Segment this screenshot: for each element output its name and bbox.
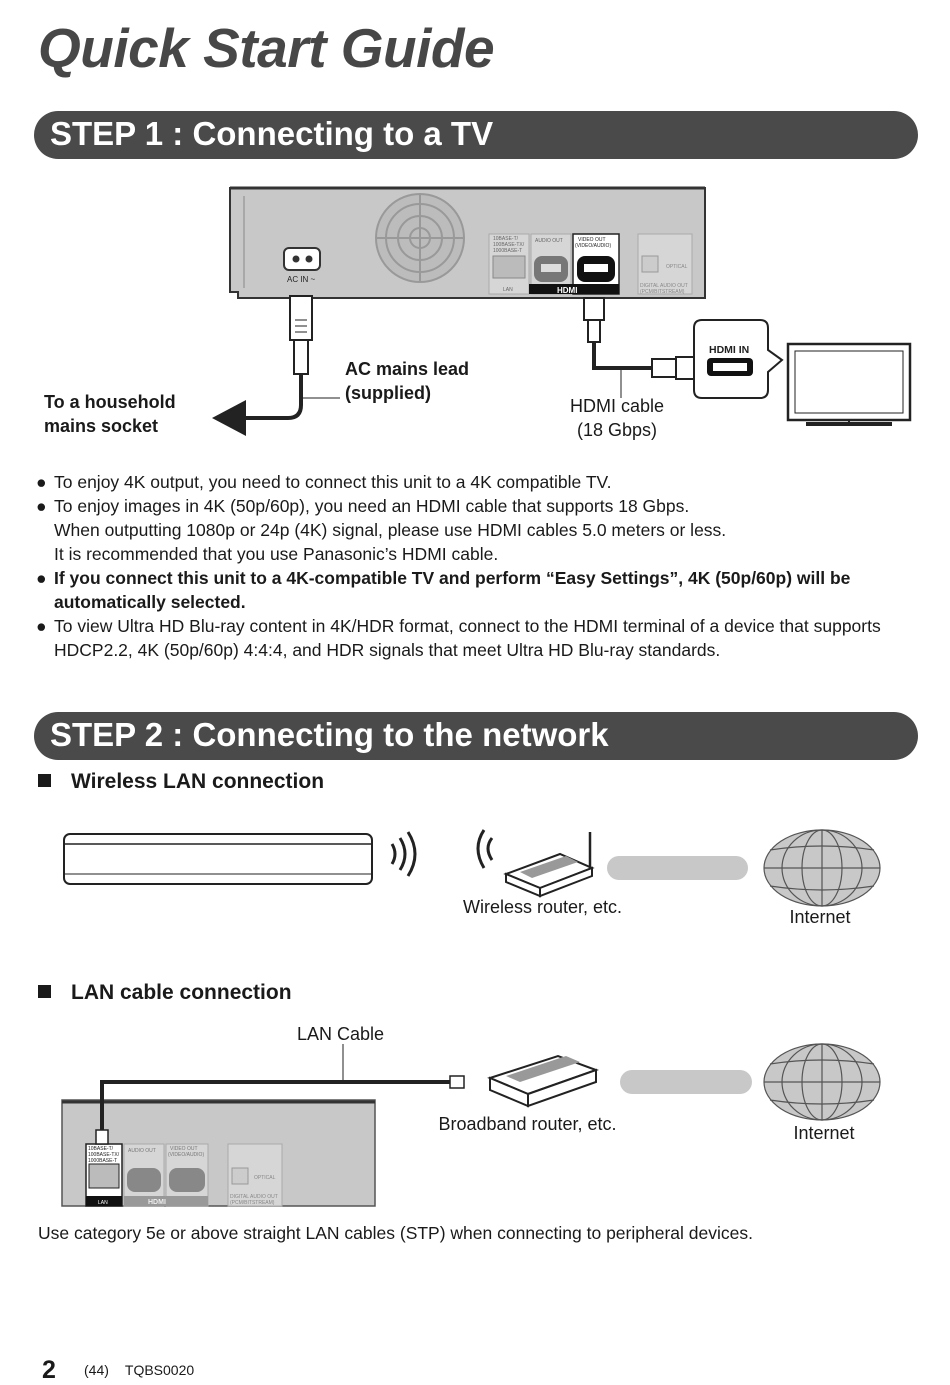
svg-text:HDMI: HDMI (148, 1199, 166, 1206)
ac-lead-label-2: (supplied) (345, 383, 431, 403)
svg-text:(VIDEO/AUDIO): (VIDEO/AUDIO) (575, 243, 611, 249)
svg-text:(VIDEO/AUDIO): (VIDEO/AUDIO) (168, 1152, 204, 1158)
terminal-panel: 10BASE-T/ 100BASE-TX/ 1000BASE-T LAN AUD… (488, 233, 693, 295)
svg-text:OPTICAL: OPTICAL (254, 1175, 276, 1181)
wireless-router-label: Wireless router, etc. (462, 897, 623, 917)
list-item: ●To view Ultra HD Blu-ray content in 4K/… (36, 616, 881, 660)
svg-text:VIDEO OUT: VIDEO OUT (170, 1146, 198, 1152)
hdmi-in-callout: HDMI IN (693, 319, 784, 399)
globe-icon (763, 829, 881, 907)
svg-text:AUDIO OUT: AUDIO OUT (128, 1148, 156, 1154)
wifi-signal-icon (390, 831, 417, 877)
svg-text:(PCM/BITSTREAM): (PCM/BITSTREAM) (230, 1200, 275, 1206)
broadband-router-icon (487, 1054, 599, 1108)
ac-in-socket: AC IN ~ (283, 247, 321, 284)
list-item: ●To enjoy 4K output, you need to connect… (36, 472, 612, 492)
household-label-2: mains socket (44, 416, 159, 436)
lan-cable-label: LAN Cable (297, 1024, 385, 1044)
lan-internet-label: Internet (793, 1123, 855, 1143)
svg-text:10BASE-T/: 10BASE-T/ (493, 236, 519, 242)
svg-text:100BASE-TX/: 100BASE-TX/ (88, 1152, 120, 1158)
lan-cable (95, 1044, 465, 1145)
list-item: ●To enjoy images in 4K (50p/60p), you ne… (36, 496, 727, 564)
svg-text:HDMI: HDMI (557, 286, 577, 295)
tv-connection-diagram: AC IN ~ 10BASE-T/ 100BASE-TX/ 1000BASE-T… (212, 186, 912, 436)
broadband-router-label: Broadband router, etc. (438, 1114, 617, 1134)
connection-bar (620, 1070, 752, 1094)
svg-text:LAN: LAN (98, 1200, 108, 1206)
household-label-1: To a household (44, 392, 176, 412)
wireless-router-icon (476, 829, 595, 898)
ac-in-label: AC IN ~ (287, 275, 316, 284)
player-rear-panel: 10BASE-T/ 100BASE-TX/ 1000BASE-T LAN AUD… (61, 1099, 376, 1207)
svg-text:AUDIO OUT: AUDIO OUT (535, 238, 563, 244)
page-title: Quick Start Guide (38, 17, 495, 79)
footer-code: (44)TQBS0020 (84, 1362, 195, 1378)
svg-text:(PCM/BITSTREAM): (PCM/BITSTREAM) (640, 289, 685, 295)
hdmi-cable-label-2: (18 Gbps) (576, 420, 658, 440)
svg-text:OPTICAL: OPTICAL (666, 264, 688, 270)
svg-text:DIGITAL AUDIO OUT: DIGITAL AUDIO OUT (640, 283, 688, 289)
svg-text:LAN: LAN (503, 287, 513, 293)
svg-text:DIGITAL AUDIO OUT: DIGITAL AUDIO OUT (230, 1194, 278, 1200)
wireless-heading: Wireless LAN connection (38, 770, 324, 794)
wireless-diagram (63, 829, 881, 907)
hdmi-cable-label-1: HDMI cable (569, 396, 665, 416)
socket-arrow-icon (212, 400, 246, 436)
hdmi-cable (583, 297, 703, 398)
step1-heading: STEP 1 : Connecting to a TV (34, 111, 918, 159)
tv-icon (786, 342, 912, 426)
svg-text:1000BASE-T: 1000BASE-T (493, 248, 522, 254)
ac-lead-label-1: AC mains lead (345, 359, 470, 379)
hdmi-in-label: HDMI IN (709, 344, 749, 356)
step2-heading: STEP 2 : Connecting to the network (34, 712, 918, 760)
ac-mains-lead (212, 295, 340, 436)
lan-heading: LAN cable connection (38, 981, 292, 1005)
player-front-icon (63, 833, 373, 885)
svg-text:1000BASE-T: 1000BASE-T (88, 1158, 117, 1164)
square-bullet-icon (38, 774, 51, 787)
lan-diagram: 10BASE-T/ 100BASE-TX/ 1000BASE-T LAN AUD… (61, 1043, 881, 1207)
step1-notes: ●To enjoy 4K output, you need to connect… (36, 470, 916, 662)
svg-text:100BASE-TX/: 100BASE-TX/ (493, 242, 525, 248)
lan-note: Use category 5e or above straight LAN ca… (38, 1223, 753, 1243)
svg-text:10BASE-T/: 10BASE-T/ (88, 1146, 114, 1152)
square-bullet-icon (38, 985, 51, 998)
svg-text:VIDEO OUT: VIDEO OUT (578, 237, 606, 243)
page-number: 2 (42, 1356, 56, 1384)
connection-bar (607, 856, 748, 880)
list-item: ●If you connect this unit to a 4K-compat… (36, 568, 851, 612)
wireless-internet-label: Internet (789, 907, 851, 927)
globe-icon (763, 1043, 881, 1121)
fan-grille (375, 193, 465, 283)
